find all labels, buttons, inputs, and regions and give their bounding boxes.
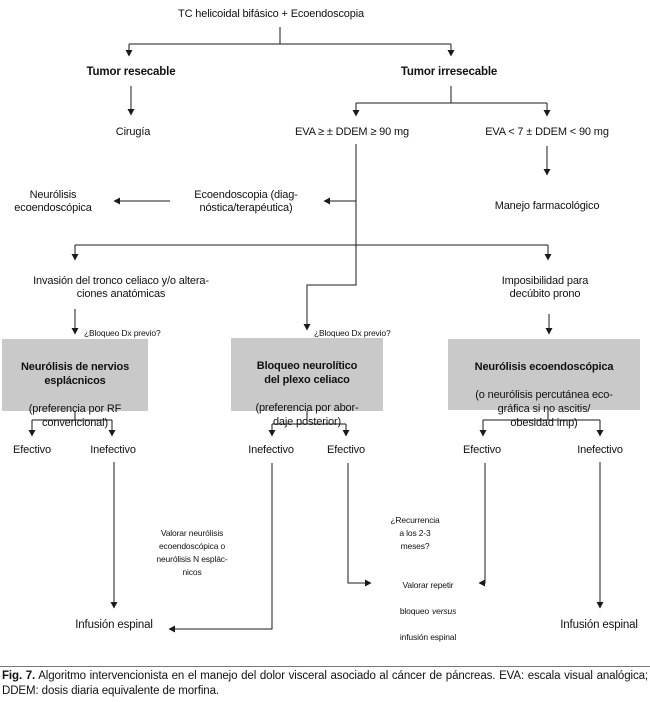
arrow-efectivo2-to-valorar-repetir — [347, 463, 372, 587]
outcome-efectivo-2: Efectivo — [327, 444, 365, 456]
node-neurolisis-ecoendoscopica: Neurólisis ecoendoscópica — [14, 189, 92, 214]
node-eva-bajo: EVA < 7 ± DDEM < 90 mg — [485, 126, 609, 138]
node-tumor-irresecable: Tumor irresecable — [400, 66, 498, 78]
note-valorar-neurolisis: Valorar neurólisis ecoendoscópica o neur… — [156, 528, 228, 577]
figure-caption: Fig. 7. Algoritmo intervencionista en el… — [2, 669, 648, 699]
caption-text: Algoritmo intervencionista en el manejo … — [2, 670, 648, 697]
note-recurrencia: ¿Recurrencia a los 2-3 meses? — [390, 515, 440, 551]
box-neurolisis-esplacnicos: Neurólisis de nervios esplácnicos (prefe… — [2, 339, 148, 429]
arrow-inefectivo2-to-infusion — [168, 463, 273, 633]
box-title: Neurólisis de nervios esplácnicos — [20, 361, 130, 387]
arrow-split-invasion-imposibilidad — [71, 244, 552, 261]
note-line: Valorar repetir — [402, 580, 454, 590]
node-eva-alto: EVA ≥ ± DDEM ≥ 90 mg — [295, 126, 409, 138]
outcome-inefectivo-3: Inefectivo — [577, 444, 623, 456]
box-title: Bloqueo neurolítico del plexo celiaco — [256, 360, 358, 386]
box-title: Neurólisis ecoendoscópica — [474, 361, 614, 373]
note-line: infusión espinal — [399, 632, 457, 642]
outcome-efectivo-1: Efectivo — [13, 444, 51, 456]
node-imposibilidad-decubito: Imposibilidad para decúbito prono — [501, 275, 589, 300]
node-manejo-farmacologico: Manejo farmacológico — [494, 200, 600, 212]
outcome-efectivo-3: Efectivo — [463, 444, 501, 456]
arrow-title-to-resecable-irresecable — [125, 27, 455, 57]
versus-italic: versus — [432, 606, 457, 616]
node-cirugia: Cirugía — [115, 126, 151, 138]
node-invasion-tronco: Invasión del tronco celiaco y/o altera- … — [33, 275, 209, 300]
box-neurolisis-ecoendoscopica: Neurólisis ecoendoscópica (o neurólisis … — [448, 339, 640, 429]
outcome-inefectivo-2: Inefectivo — [248, 444, 294, 456]
node-infusion-espinal-right: Infusión espinal — [560, 619, 638, 631]
node-infusion-espinal-left: Infusión espinal — [75, 619, 153, 631]
caption-divider — [0, 666, 650, 667]
caption-label: Fig. 7. — [2, 670, 36, 682]
arrow-irresecable-to-eva — [352, 86, 551, 117]
box-subtitle: (preferencia por RF convencional) — [28, 403, 122, 429]
node-title: TC helicoidal bifásico + Ecoendoscopia — [178, 8, 364, 20]
arrows-box-ecoendoscopica-outcomes — [479, 410, 604, 437]
arrow-efectivo3-to-valorar-repetir — [478, 463, 486, 587]
label-bloqueo-dx-previo-2: ¿Bloqueo Dx previo? — [314, 328, 391, 338]
node-ecoendoscopia: Ecoendoscopia (diag- nóstica/terapéutica… — [194, 189, 298, 214]
label-bloqueo-dx-previo-1: ¿Bloqueo Dx previo? — [84, 328, 161, 338]
arrows-box-esplacnicos-outcomes — [28, 411, 116, 437]
box-bloqueo-plexo-celiaco: Bloqueo neurolítico del plexo celiaco (p… — [231, 338, 383, 428]
box-subtitle: (preferencia por abor- daje posterior) — [255, 402, 359, 428]
arrows-box-plexo-outcomes — [268, 411, 350, 437]
box-subtitle: (o neurólisis percutánea eco- gráfica si… — [475, 389, 613, 429]
outcome-inefectivo-1: Inefectivo — [90, 444, 136, 456]
line-eva-alto-down-to-plexo-box — [303, 144, 357, 331]
node-tumor-resecable: Tumor resecable — [86, 66, 176, 78]
